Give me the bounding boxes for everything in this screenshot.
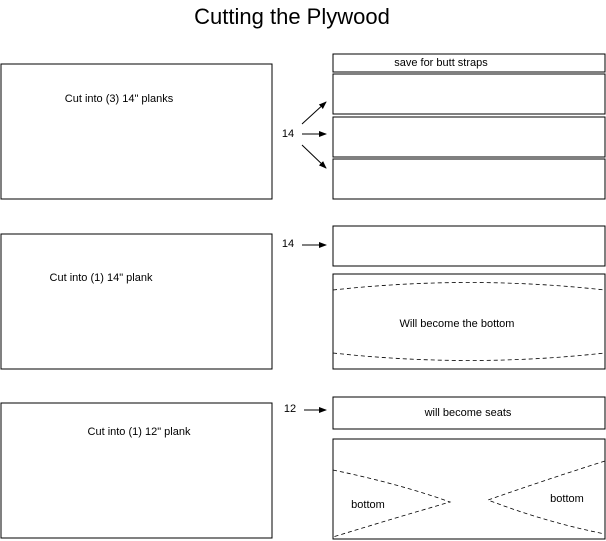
bottom-panel-label: Will become the bottom: [400, 318, 515, 330]
bottom-curve-bottom: [332, 352, 606, 361]
bottom-curve-top: [332, 282, 606, 291]
sheet-2-label: Cut into (1) 14" plank: [50, 272, 153, 284]
sheet-1-label: Cut into (3) 14" planks: [65, 93, 174, 105]
butt-strap-strip: [332, 53, 606, 73]
bottom-panel-3: [332, 438, 606, 540]
butt-strap-label: save for butt straps: [394, 57, 488, 69]
plank-2a: [332, 225, 606, 267]
bottom-panel-2: [332, 273, 606, 370]
plank-1c: [332, 158, 606, 200]
plywood-sheet-1: [0, 63, 273, 200]
bottom-half-left: [332, 469, 452, 538]
plywood-sheet-3: [0, 402, 273, 539]
measure-3: 12: [284, 403, 296, 415]
arrow-1c: [301, 144, 327, 169]
section-1: Cut into (3) 14" planks 14 save for butt…: [0, 53, 606, 200]
arrow-1a: [301, 101, 327, 125]
plank-1a: [332, 73, 606, 115]
section-3: Cut into (1) 12" plank 12 will become se…: [0, 396, 606, 540]
bottom-left-label: bottom: [351, 499, 385, 511]
bottom-half-right: [486, 460, 606, 535]
seat-plank: [332, 396, 606, 430]
sheet-3-label: Cut into (1) 12" plank: [88, 426, 191, 438]
plywood-sheet-2: [0, 233, 273, 370]
bottom-right-label: bottom: [550, 493, 584, 505]
section-2: Cut into (1) 14" plank 14 Will become th…: [0, 225, 606, 370]
plank-1b: [332, 116, 606, 158]
measure-2: 14: [282, 238, 294, 250]
diagram-title: Cutting the Plywood: [194, 4, 390, 29]
seat-plank-label: will become seats: [424, 407, 512, 419]
measure-1: 14: [282, 128, 294, 140]
